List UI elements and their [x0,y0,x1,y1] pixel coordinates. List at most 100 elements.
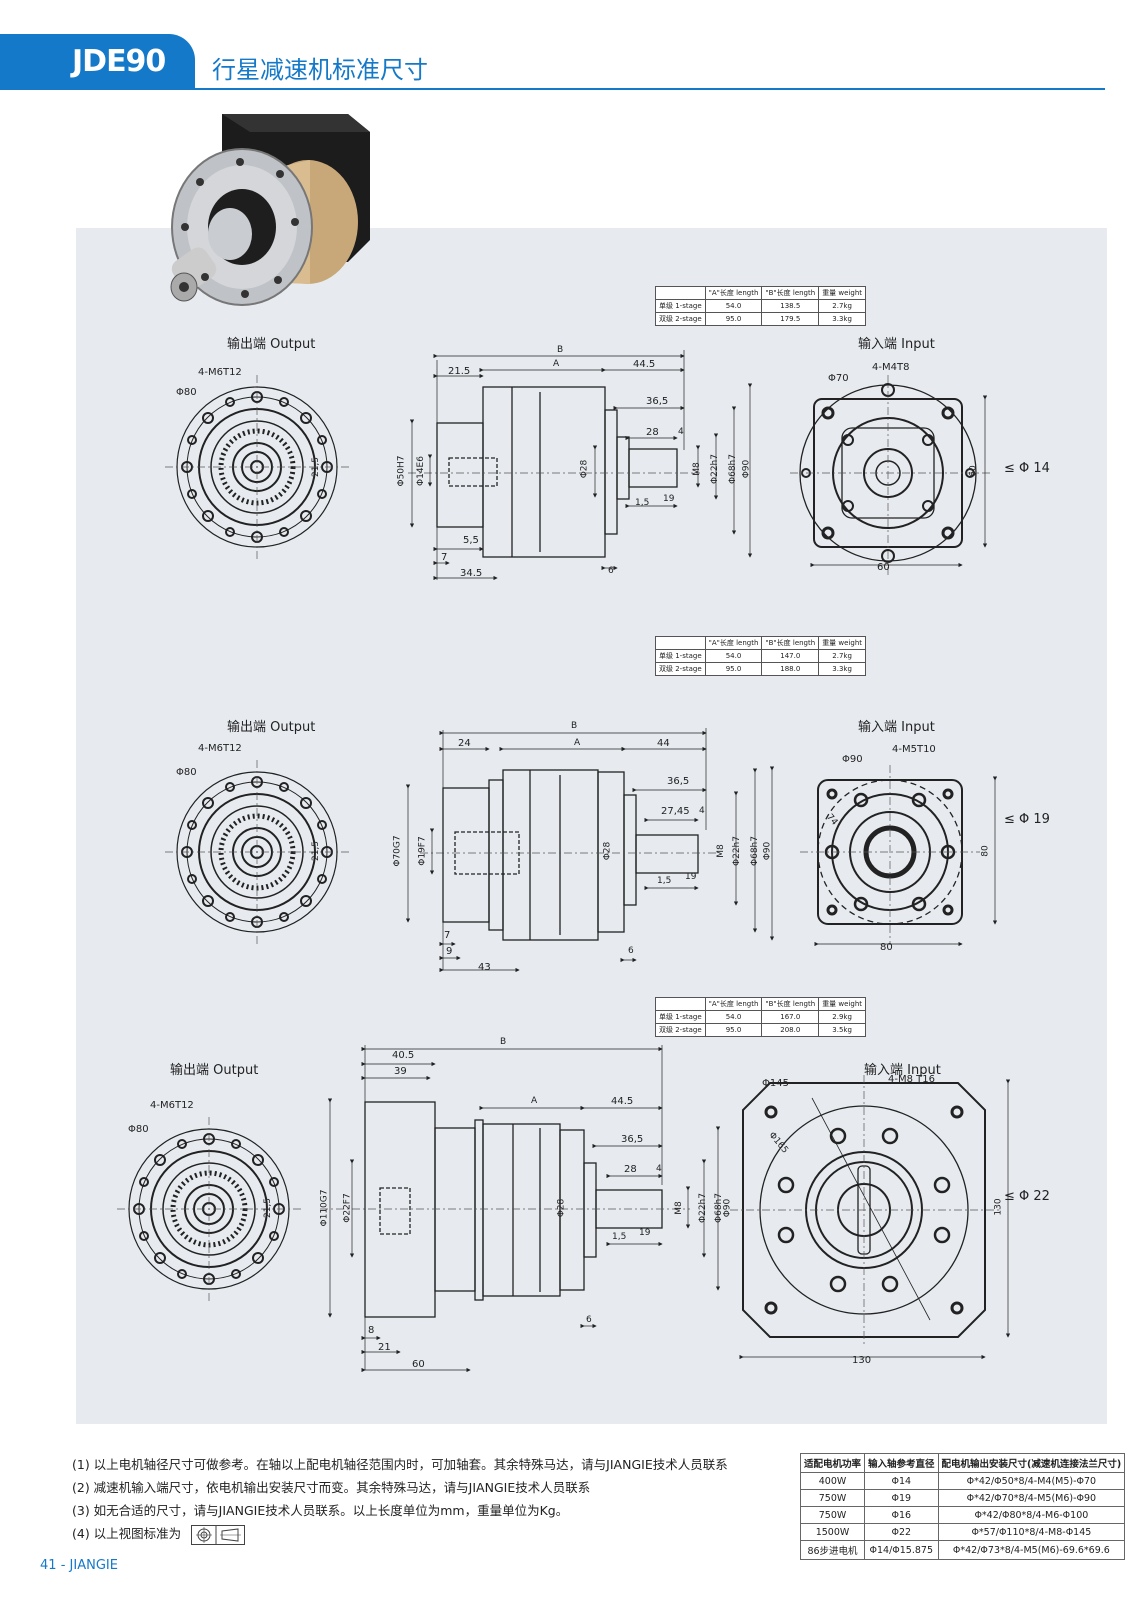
dim-label: 1,5 [612,1232,627,1242]
cell: 3.3kg [818,662,867,676]
dim-label: Φ90 [842,754,863,765]
dim-label: 130 [852,1355,872,1366]
dim-label: 44.5 [611,1096,634,1107]
cell: 54.0 [704,299,763,313]
cell: 400W [799,1472,866,1490]
cell: Φ*42/Φ70*8/4-M5(M6)-Φ90 [937,1489,1126,1507]
dim-label: 24 [458,738,471,749]
cell: 208.0 [761,1023,820,1037]
cell: 750W [799,1506,866,1524]
dim-label: 39 [394,1066,407,1077]
cell: 188.0 [761,662,820,676]
dim-label: 6 [608,566,614,576]
dim-label: Φ28 [556,1198,567,1218]
page-number: 41 [40,1558,57,1573]
output-view-1 [165,375,349,559]
dim-label: 7 [444,930,451,941]
dim-label: Φ90 [722,1198,733,1218]
cell: 单级 1-stage [655,1010,706,1024]
shaft-dia: ≤ Φ 22 [1004,1189,1050,1204]
dim-label: Φ80 [176,767,197,778]
dim-label: 8 [368,1325,375,1336]
dim-label: 21,5 [311,456,322,478]
dim-label: 28 [624,1164,637,1175]
cell: 2.7kg [818,649,867,663]
note-4: (4) 以上视图标准为 [72,1522,728,1545]
projection-symbol-icon [191,1524,246,1545]
dim-label: 4-M4T8 [872,362,910,373]
notes: (1) 以上电机轴径尺寸可做参考。在轴以上配电机轴径范围内时，可加轴套。其余特殊… [72,1453,728,1545]
cell: 750W [799,1489,866,1507]
dim-label: Φ70 [828,373,849,384]
dim-label: 21 [378,1342,391,1353]
dim-label: M8 [715,844,726,858]
dim-label: Φ68h7 [749,836,760,866]
dim-label: 21,5 [263,1197,274,1219]
dim-label: Φ80 [128,1124,149,1135]
page-title: 行星减速机标准尺寸 [212,56,428,84]
cell [655,286,706,300]
header-rule [195,88,1105,90]
dim-label: 5,5 [463,535,479,546]
note-3: (3) 如无合适的尺寸，请与JIANGIE技术人员联系。以上长度单位为mm，重量… [72,1503,569,1518]
dim-label: A [531,1096,538,1106]
cell: 单级 1-stage [655,299,706,313]
dim-label: 130 [993,1198,1004,1216]
dim-label: 4-M8 T16 [888,1074,935,1085]
dim-label: Φ70G7 [392,835,403,867]
dim-label: 60 [412,1359,425,1370]
cell: 54.0 [704,649,763,663]
dim-label: Φ28 [579,459,590,479]
dim-label: Φ90 [762,841,773,861]
dim-label: Φ145 [762,1078,789,1089]
model-name: JDE90 [72,44,166,79]
cell: Φ*42/Φ50*8/4-M4(M5)-Φ70 [937,1472,1126,1490]
cell: 双级 2-stage [655,662,706,676]
dim-label: 34.5 [460,568,483,579]
input-label-1: 输入端 Input [858,337,935,352]
cell: 95.0 [704,312,763,326]
dim-label: 4-M6T12 [198,367,242,378]
cell: Φ*57/Φ110*8/4-M8-Φ145 [937,1523,1126,1541]
dim-label: Φ90 [741,459,752,479]
motor-table-header: 配电机输出安装尺寸(减速机连接法兰尺寸) [937,1453,1126,1473]
cell: Φ16 [864,1506,939,1524]
dim-label: B [557,345,564,355]
input-view-3 [730,1075,1011,1360]
dim-label: Φ22h7 [697,1193,708,1223]
input-label-2: 输入端 Input [858,720,935,735]
cell: 95.0 [704,1023,763,1037]
dim-label: 4-M6T12 [198,743,242,754]
dim-label: 4-M5T10 [892,744,936,755]
cell: "A"长度 length [704,636,763,650]
shaft-dia: ≤ Φ 19 [1004,812,1050,827]
dim-label: Φ80 [176,387,197,398]
cell: 179.5 [761,312,820,326]
dim-label: Φ22h7 [731,836,742,866]
side-view-3 [320,1045,721,1373]
cell: "B"长度 length [761,636,820,650]
dim-label: 1,5 [657,876,672,886]
side-view-1 [408,350,753,581]
dim-label: Φ68h7 [727,454,738,484]
dim-label: 80 [980,845,991,857]
dim-label: 36,5 [667,776,690,787]
side-view-2 [405,728,775,973]
page-footer: 41 - JIANGIE [40,1558,118,1573]
dim-label: 7 [441,552,448,563]
cell: 2.9kg [818,1010,867,1024]
dim-label: 60 [877,562,890,573]
dim-label: 60 [968,465,979,477]
header-tab [0,34,195,90]
output-label-3: 输出端 Output [170,1063,259,1078]
output-view-3 [117,1117,301,1301]
dim-label: 21.5 [448,366,471,377]
cell: Φ*42/Φ73*8/4-M5(M6)-69.6*69.6 [937,1540,1126,1560]
cell: 重量 weight [818,997,867,1011]
dim-label: 19 [639,1228,651,1238]
